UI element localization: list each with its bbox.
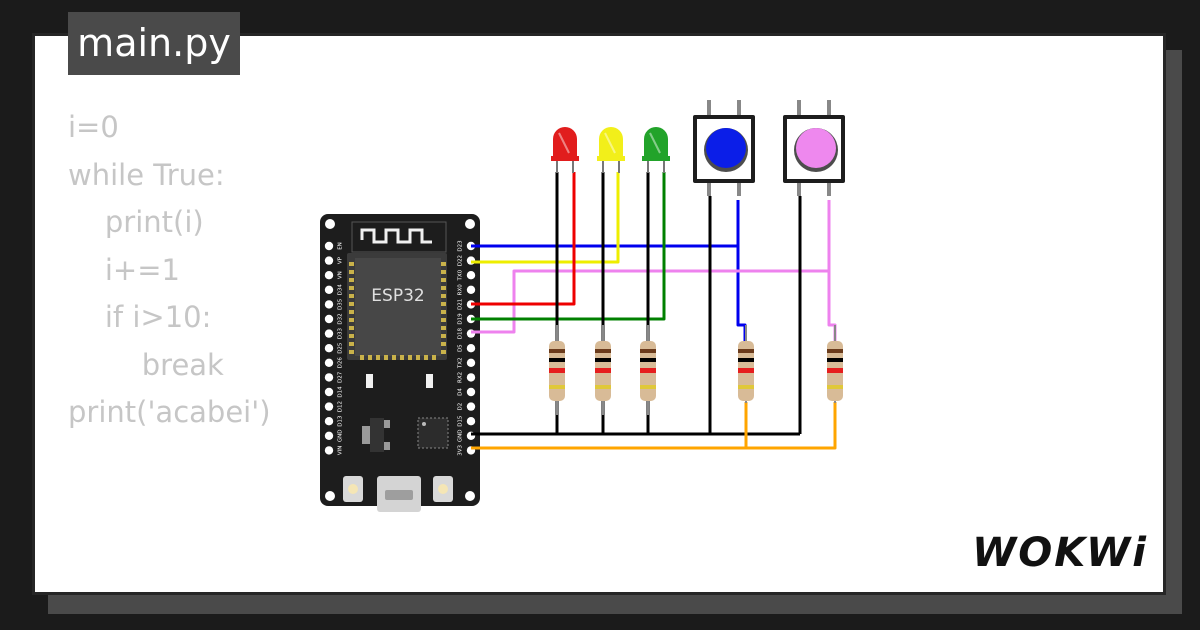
pin-label: GND	[338, 429, 344, 442]
code-line: print('acabei')	[68, 395, 271, 429]
header-pin[interactable]	[324, 241, 334, 251]
code-line: break	[68, 347, 224, 382]
header-pin[interactable]	[466, 285, 476, 294]
esp32-board[interactable]: ESP32 ENVPVND34D35D32D33D25D26D27D14D12D…	[320, 214, 480, 512]
header-pin[interactable]	[466, 373, 476, 382]
header-pin[interactable]	[324, 285, 334, 294]
header-pin[interactable]	[466, 271, 476, 280]
pin-label: D15	[458, 415, 464, 427]
pushbuttons	[693, 100, 845, 196]
pin-label: D32	[338, 313, 344, 324]
pushbutton-pink[interactable]	[783, 100, 845, 196]
header-pin[interactable]	[466, 417, 476, 426]
pin-label: D34	[338, 284, 344, 296]
code-line: i+=1	[68, 252, 180, 287]
header-pin[interactable]	[324, 344, 334, 353]
pin-label: D14	[338, 386, 344, 398]
pin-label: D25	[338, 342, 344, 354]
wire-orange-1[interactable]	[471, 402, 748, 450]
pin-label: VIN	[338, 446, 344, 456]
header-pin[interactable]	[324, 417, 334, 426]
pin-label: RX0	[458, 284, 464, 296]
resistor[interactable]	[640, 325, 656, 415]
header-pin[interactable]	[466, 344, 476, 353]
pin-label: GND	[458, 429, 464, 442]
resistor[interactable]	[827, 325, 843, 403]
code-line: print(i)	[68, 205, 204, 239]
header-pin[interactable]	[466, 387, 476, 397]
pushbutton-blue[interactable]	[693, 100, 755, 196]
pin-label: RX2	[458, 372, 464, 383]
left-header-pins	[324, 241, 334, 455]
header-pin[interactable]	[324, 358, 334, 367]
wire-violet[interactable]	[471, 200, 831, 334]
pin-label: D19	[458, 313, 464, 325]
pin-label: EN	[338, 242, 344, 250]
code-line: while True:	[68, 157, 225, 192]
header-pin[interactable]	[324, 387, 334, 397]
led-yellow[interactable]	[597, 127, 625, 173]
pin-label: D2	[458, 403, 464, 411]
pin-label: D22	[458, 255, 464, 266]
wire-orange-2[interactable]	[746, 402, 837, 450]
header-pin[interactable]	[324, 431, 334, 440]
leds	[551, 127, 670, 173]
pin-label: VP	[338, 256, 344, 264]
code-editor[interactable]: i=0 while True: print(i) i+=1 if i>10: b…	[68, 104, 271, 437]
wire-yellow[interactable]	[471, 172, 620, 264]
resistor[interactable]	[738, 325, 754, 403]
header-pin[interactable]	[324, 373, 334, 382]
resistor[interactable]	[549, 325, 565, 415]
header-pin[interactable]	[324, 402, 334, 411]
wire-red[interactable]	[471, 172, 576, 306]
header-pin[interactable]	[466, 402, 476, 411]
pin-label: D18	[458, 327, 464, 339]
pin-label: D27	[338, 371, 344, 383]
project-card	[32, 33, 1166, 595]
pin-label: D33	[338, 327, 344, 339]
right-header-pins	[466, 241, 476, 455]
led-green[interactable]	[642, 127, 670, 173]
pin-label: D5	[458, 344, 464, 352]
pin-label: D13	[338, 415, 344, 427]
pin-label: 3V3	[458, 445, 464, 456]
chip-label: ESP32	[371, 286, 424, 306]
header-pin[interactable]	[324, 314, 334, 324]
code-line: i=0	[68, 110, 119, 144]
pin-label: TX0	[458, 269, 464, 281]
wokwi-logo: WOKWi	[972, 530, 1148, 576]
resistors	[549, 325, 843, 415]
wire-green[interactable]	[471, 172, 666, 321]
pin-label: D35	[338, 298, 344, 310]
resistor[interactable]	[595, 325, 611, 415]
pin-label: VN	[338, 271, 344, 279]
led-red[interactable]	[551, 127, 579, 173]
code-line: if i>10:	[68, 300, 212, 334]
header-pin[interactable]	[324, 300, 334, 309]
header-pin[interactable]	[324, 271, 334, 280]
wires	[471, 172, 837, 450]
header-pin[interactable]	[324, 329, 334, 338]
header-pin[interactable]	[466, 358, 476, 367]
pin-label: D12	[338, 401, 344, 412]
pin-label: D23	[458, 240, 464, 252]
pin-label: D21	[458, 299, 464, 310]
pin-label: D4	[458, 388, 464, 396]
file-tab[interactable]: main.py	[68, 12, 240, 75]
pin-label: TX2	[458, 357, 464, 369]
header-pin[interactable]	[324, 446, 334, 455]
pin-label: D26	[338, 357, 344, 369]
header-pin[interactable]	[324, 256, 334, 265]
